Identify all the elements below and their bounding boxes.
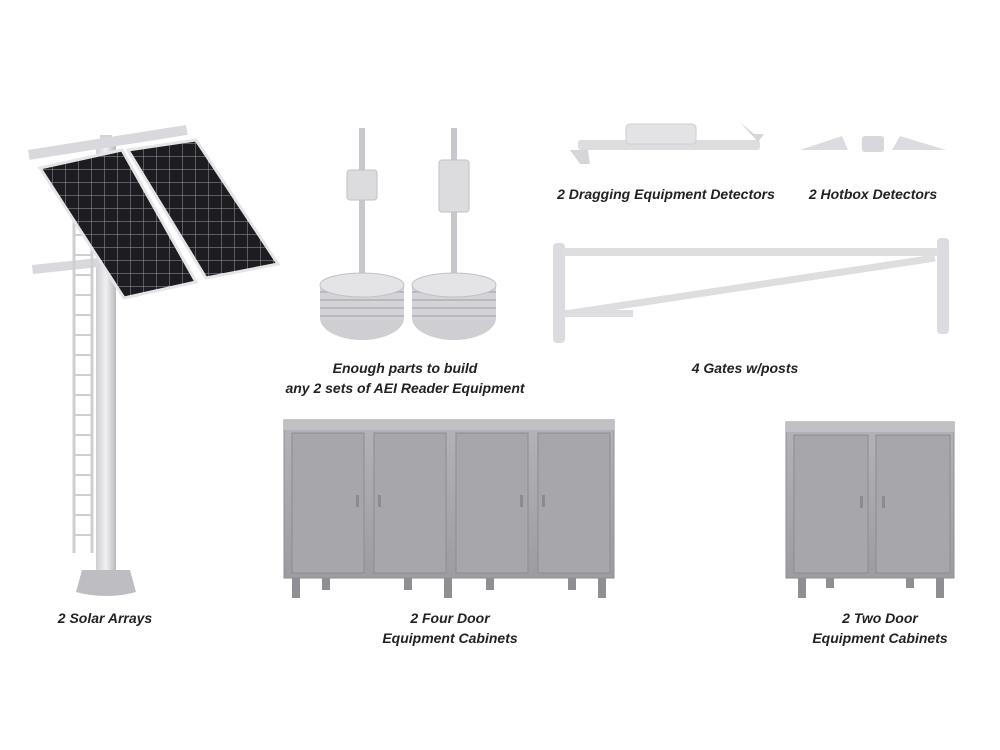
solar-panel-right	[125, 138, 281, 280]
caption-aei-line-1: Enough parts to build	[332, 360, 478, 376]
pole-base	[76, 570, 136, 596]
caption-gates-text: 4 Gates w/posts	[691, 360, 799, 376]
gate-post-right	[937, 238, 949, 334]
caption-hotbox-text: 2 Hotbox Detectors	[808, 186, 938, 202]
caption-dragging-detectors: 2 Dragging Equipment Detectors	[552, 184, 780, 204]
aei-reader-model-2	[411, 128, 497, 340]
caption-gates: 4 Gates w/posts	[680, 358, 810, 378]
dragging-detector-model	[570, 122, 764, 164]
hotbox-detector-model	[800, 136, 946, 152]
caption-aei-reader: Enough parts to build any 2 sets of AEI …	[270, 358, 540, 398]
four-door-cabinet-model	[283, 419, 615, 598]
two-door-cabinet-model	[785, 421, 955, 598]
caption-hotbox-detectors: 2 Hotbox Detectors	[800, 184, 946, 204]
gate-model	[553, 238, 949, 343]
solar-array-model	[28, 124, 281, 596]
caption-aei-line-2: any 2 sets of AEI Reader Equipment	[285, 380, 525, 396]
caption-two-door-line-1: 2 Two Door	[842, 610, 918, 626]
caption-two-door-cabinets: 2 Two Door Equipment Cabinets	[790, 608, 970, 648]
ladder	[72, 220, 94, 553]
gate-post-left	[553, 243, 565, 343]
caption-dragging-text: 2 Dragging Equipment Detectors	[557, 186, 775, 202]
caption-four-door-line-1: 2 Four Door	[410, 610, 490, 626]
solar-panel-left	[37, 148, 199, 300]
caption-two-door-line-2: Equipment Cabinets	[812, 630, 948, 646]
caption-solar-text: 2 Solar Arrays	[57, 610, 153, 626]
aei-reader-model-1	[319, 128, 405, 340]
caption-four-door-cabinets: 2 Four Door Equipment Cabinets	[360, 608, 540, 648]
caption-four-door-line-2: Equipment Cabinets	[382, 630, 518, 646]
caption-solar-arrays: 2 Solar Arrays	[40, 608, 170, 628]
gate-rail	[563, 248, 939, 256]
